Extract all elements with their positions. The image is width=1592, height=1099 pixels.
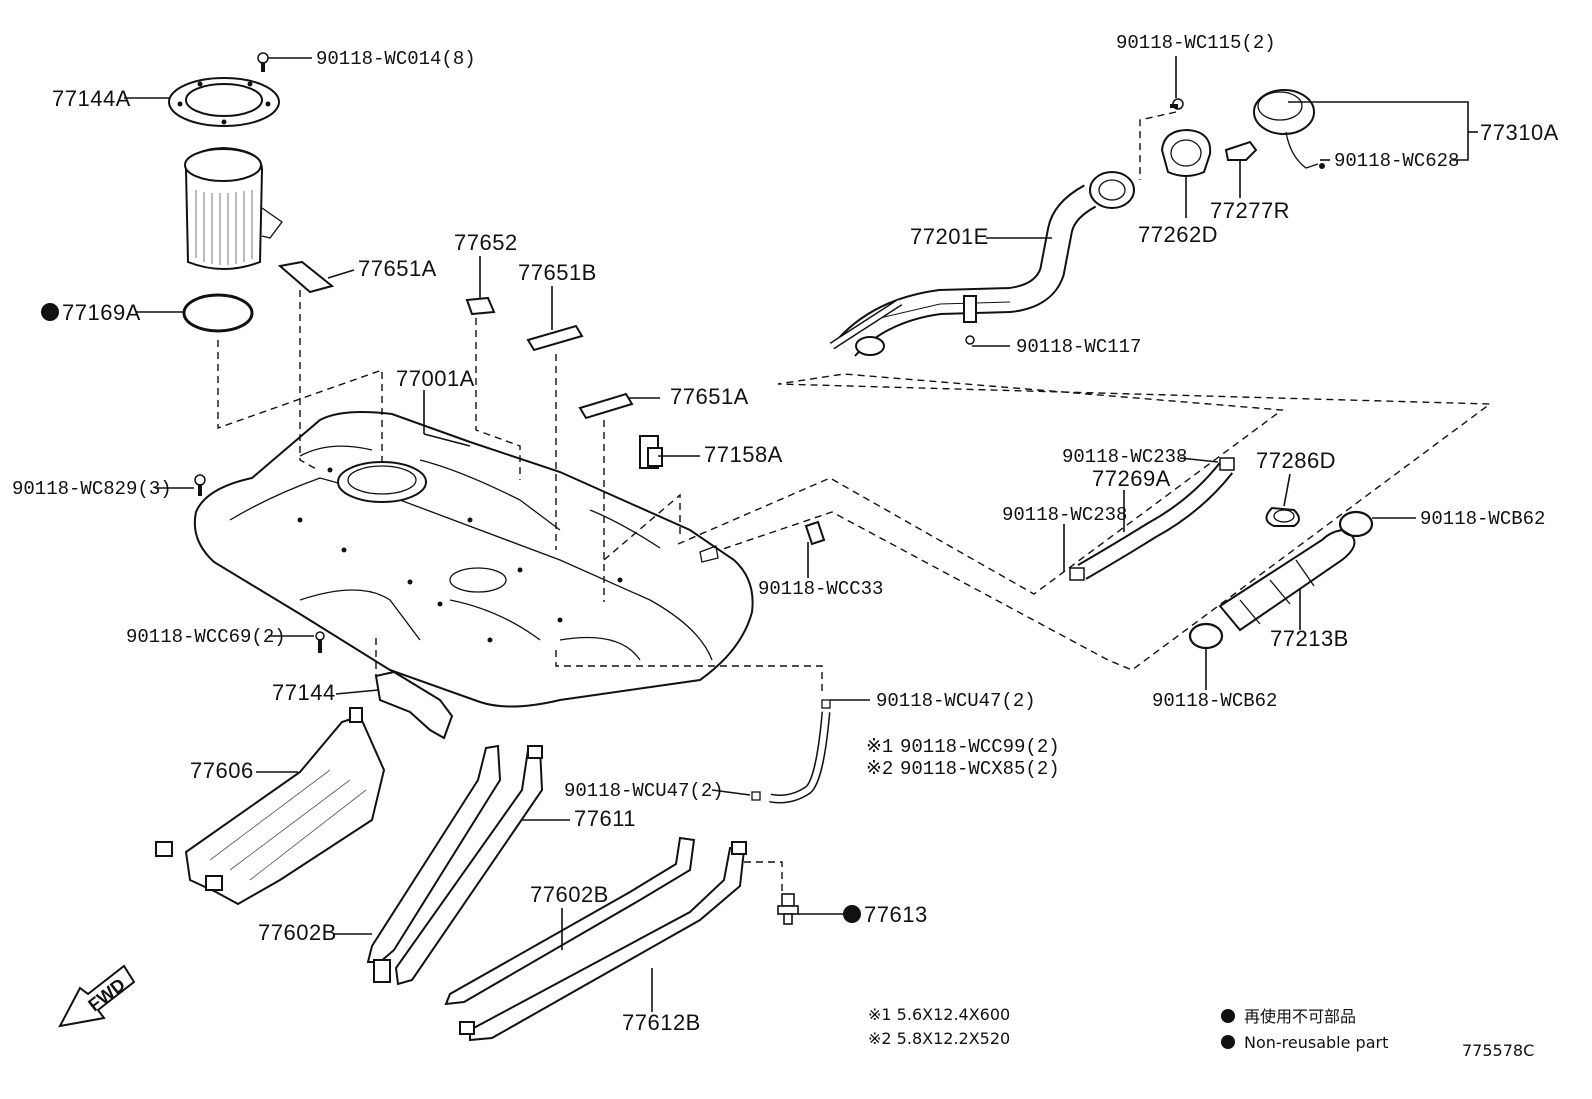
callout-77277R: 77277R: [1210, 198, 1290, 223]
legend-en: Non-reusable part: [1244, 1033, 1388, 1052]
filler-pipe-drawing: [829, 171, 1135, 357]
callout-77613: 77613: [864, 902, 928, 927]
callout-90118-wcx85: 90118-WCX85(2): [900, 758, 1060, 780]
callout-90118-wcu47-right: 90118-WCU47(2): [876, 690, 1036, 712]
breather-hose-drawing: [751, 699, 831, 804]
bolt-icon: [257, 52, 269, 72]
callout-77652: 77652: [454, 230, 518, 255]
callout-90118-wc829: 90118-WC829(3): [12, 478, 172, 500]
callout-90118-wcc33: 90118-WCC33: [758, 578, 883, 600]
spec-notes: ※1 5.6X12.4X600 ※2 5.8X12.2X520: [868, 1005, 1010, 1048]
fuel-tank-drawing: [193, 411, 754, 708]
callout-77262D: 77262D: [1138, 222, 1218, 247]
seal-77277R-drawing: [1224, 140, 1258, 161]
callout-90118-wc014: 90118-WC014(8): [316, 48, 476, 70]
non-reusable-dot-icon: [1221, 1009, 1235, 1023]
callout-90118-wc115: 90118-WC115(2): [1116, 32, 1276, 54]
callout-77651A-mid: 77651A: [670, 384, 749, 409]
bracket-77144-drawing: [374, 670, 454, 740]
hose-clamp-bottom-drawing: [1188, 622, 1224, 650]
callout-90118-wcc99: 90118-WCC99(2): [900, 736, 1060, 758]
legend: 再使用不可部品 Non-reusable part: [1221, 1007, 1388, 1052]
spec-note-2: ※2 5.8X12.2X520: [868, 1029, 1010, 1048]
tank-band-right-drawing: [444, 836, 747, 1042]
heat-shield-drawing: [155, 707, 386, 906]
callout-90118-wc628: 90118-WC628: [1334, 150, 1459, 172]
clip-wcc33-drawing: [804, 520, 826, 546]
filler-hose-drawing: [1218, 528, 1356, 632]
non-reusable-dot-icon: [1221, 1035, 1235, 1049]
callout-90118-wc238-left: 90118-WC238: [1002, 504, 1127, 526]
callout-90118-wcb62-right: 90118-WCB62: [1420, 508, 1545, 530]
clamp-77286D-drawing: [1265, 506, 1300, 527]
bolt-icon: [1170, 98, 1184, 110]
pad-77651A-mid-drawing: [578, 392, 634, 420]
diagram-id: 775578C: [1462, 1041, 1534, 1060]
callout-77602B-right: 77602B: [530, 882, 609, 907]
callout-77201E: 77201E: [910, 224, 989, 249]
callout-90118-wc117: 90118-WC117: [1016, 336, 1141, 358]
bolt-icon: [194, 474, 206, 496]
callout-77144A: 77144A: [52, 86, 131, 111]
legend-jp: 再使用不可部品: [1244, 1007, 1356, 1026]
bolt-icon: [777, 893, 799, 925]
spec-note-1: ※1 5.6X12.4X600: [868, 1005, 1010, 1024]
tank-band-left-drawing: [366, 744, 544, 986]
pad-77651A-top-drawing: [277, 260, 335, 294]
callout-77213B: 77213B: [1270, 626, 1349, 651]
callout-90118-wcc69: 90118-WCC69(2): [126, 626, 286, 648]
bracket-77158A-drawing: [639, 435, 663, 469]
non-reusable-dot-icon: [843, 905, 861, 923]
mark-2: ※2: [866, 758, 893, 780]
callout-77001A: 77001A: [396, 366, 475, 391]
vent-hose-drawing: [1069, 457, 1235, 581]
lock-ring-drawing: [168, 77, 280, 127]
callout-90118-wc238-top: 90118-WC238: [1062, 446, 1187, 468]
non-reusable-dot-icon: [41, 303, 59, 321]
o-ring-drawing: [182, 293, 254, 333]
callout-77651B: 77651B: [518, 260, 597, 285]
fwd-arrow-icon: FWD: [58, 964, 136, 1028]
hose-clamp-right-drawing: [1338, 510, 1374, 538]
callout-77602B-left: 77602B: [258, 920, 337, 945]
callout-77611: 77611: [574, 806, 636, 831]
callout-90118-wcb62-bottom: 90118-WCB62: [1152, 690, 1277, 712]
pad-77652-drawing: [465, 296, 496, 316]
callout-90118-wcu47-left: 90118-WCU47(2): [564, 780, 724, 802]
fuel-pump-module-drawing: [184, 146, 283, 270]
callout-77310A: 77310A: [1480, 120, 1559, 145]
pad-77651B-drawing: [526, 324, 584, 352]
callout-77606: 77606: [190, 758, 254, 783]
callout-77144: 77144: [272, 680, 336, 705]
callout-77158A: 77158A: [704, 442, 783, 467]
callout-77612B: 77612B: [622, 1010, 701, 1035]
callout-77269A: 77269A: [1092, 466, 1171, 491]
callout-77286D: 77286D: [1256, 448, 1336, 473]
mark-1: ※1: [866, 736, 893, 758]
callout-labels: 90118-WC014(8) 77144A 77169A 77651A 7765…: [12, 32, 1559, 1035]
bolt-icon: [315, 631, 325, 653]
fuel-cap-drawing: [1253, 89, 1325, 169]
filler-neck-housing-drawing: [1160, 128, 1212, 177]
callout-77651A-top: 77651A: [358, 256, 437, 281]
assembly-dashed-lines: [217, 111, 1493, 894]
callout-77169A: 77169A: [62, 300, 141, 325]
leader-lines: [124, 56, 1478, 1012]
